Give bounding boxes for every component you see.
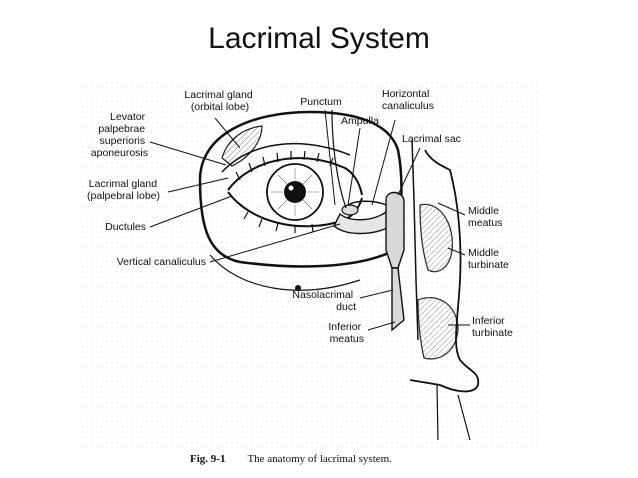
label-horizontal-canaliculus: Horizontal canaliculus (382, 88, 434, 112)
punctum-line-shape (331, 109, 347, 209)
label-vertical-canaliculus: Vertical canaliculus (117, 256, 206, 268)
pupil (284, 181, 306, 203)
nasal-septum-wall (411, 139, 419, 341)
label-middle-turbinate: Middle turbinate (468, 247, 509, 271)
eyelid-crease (221, 142, 351, 173)
leader-nasolacrimal-duct (359, 289, 394, 299)
leader-lines (149, 109, 470, 331)
stipple-texture (80, 80, 540, 450)
figure-caption: Fig. 9-1 The anatomy of lacrimal system. (190, 449, 392, 466)
leader-levator (149, 141, 227, 166)
label-inferior-meatus: Inferior meatus (328, 321, 364, 345)
label-levator: Levator palpebrae superioris aponeurosis (91, 111, 148, 159)
label-lacrimal-gland-palpebral: Lacrimal gland (palpebral lobe) (87, 178, 160, 202)
cheek-contour (209, 254, 361, 291)
label-inferior-turbinate: Inferior turbinate (472, 315, 513, 339)
eyelashes (235, 150, 334, 233)
leader-palpebral-lobe (167, 177, 229, 193)
leader-vertical-canaliculus (209, 223, 341, 263)
leader-horizontal-canaliculus (371, 119, 396, 206)
leader-punctum (324, 109, 336, 206)
label-lacrimal-gland-orbital: Lacrimal gland (orbital lobe) (184, 89, 255, 113)
septum-lower-line (436, 384, 439, 441)
upper-canaliculus-tube (347, 200, 387, 206)
label-ductules: Ductules (105, 221, 146, 233)
infraorbital-dot (295, 285, 301, 291)
label-middle-meatus: Middle meatus (468, 205, 502, 229)
ampulla-shape (341, 204, 359, 216)
nasolacrimal-duct-shape (391, 267, 405, 332)
middle-turbinate-shape (419, 203, 454, 273)
upper-eyelid (227, 157, 363, 196)
pupil-highlight (288, 185, 294, 191)
leader-ampulla (347, 127, 361, 206)
lacrimal-gland-orbital-lobe (221, 125, 263, 167)
leader-inferior-meatus (367, 321, 396, 331)
lacrimal-sac-shape (385, 191, 405, 269)
label-ampulla: Ampulla (341, 115, 379, 127)
caption-text: The anatomy of lacrimal system. (247, 453, 392, 465)
label-lacrimal-sac: Lacrimal sac (402, 133, 461, 145)
iris-fibers (271, 168, 319, 216)
slide-title: Lacrimal System (208, 22, 430, 55)
leader-ductules (149, 195, 233, 228)
leader-orbital-lobe (214, 117, 241, 149)
caption-fig-number: Fig. 9-1 (190, 453, 225, 465)
inferior-turbinate-shape (417, 297, 459, 360)
lower-eyelid (227, 191, 363, 228)
leader-lacrimal-sac (397, 147, 421, 196)
label-nasolacrimal-duct: Nasolacrimal duct (292, 289, 356, 313)
label-punctum: Punctum (300, 96, 342, 108)
leader-middle-meatus (437, 202, 466, 216)
leader-middle-turbinate (447, 247, 466, 256)
nostril-line (457, 394, 471, 441)
